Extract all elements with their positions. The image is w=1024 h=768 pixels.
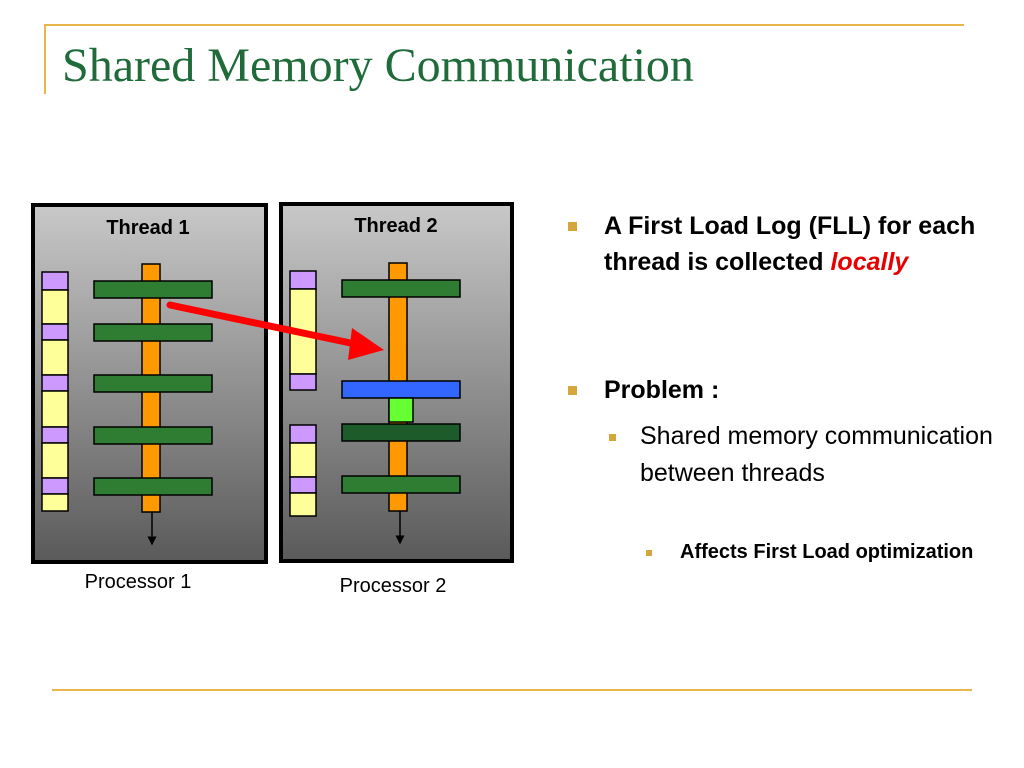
bullet-first-load: Affects First Load optimization: [680, 541, 974, 563]
instruction-bar: [93, 374, 213, 393]
log-entry: [41, 339, 69, 376]
bullet-fll-emphasis: locally: [830, 248, 909, 276]
instruction-bar: [93, 323, 213, 342]
bullet-shared-memory: Shared memory communication between thre…: [640, 422, 993, 487]
processor-1-log: [41, 271, 69, 512]
thread-1-label: Thread 1: [106, 217, 189, 239]
log-entry: [289, 442, 317, 478]
log-separator: [41, 426, 69, 444]
thread-1-timeline: [93, 263, 213, 546]
instruction-bar: [341, 475, 461, 494]
bullet-marker: [609, 434, 616, 441]
accent-line-left: [44, 24, 46, 94]
bullet-marker: [646, 550, 652, 556]
bullet-marker: [568, 222, 577, 231]
processor-1-label: Processor 1: [85, 571, 192, 593]
communication-arrow-head: [348, 328, 384, 360]
log-separator: [41, 271, 69, 291]
instruction-bar: [93, 477, 213, 496]
log-entry: [41, 390, 69, 428]
log-separator: [289, 424, 317, 444]
log-separator: [41, 323, 69, 341]
bullet-problem: Problem :: [604, 376, 720, 404]
log-entry: [41, 493, 69, 512]
log-entry: [41, 442, 69, 479]
log-entry: [41, 289, 69, 325]
log-separator: [289, 476, 317, 494]
processor-2-label: Processor 2: [340, 575, 447, 597]
instruction-bar: [341, 279, 461, 298]
bullet-marker: [568, 386, 577, 395]
slide-title: Shared Memory Communication: [62, 39, 694, 92]
log-separator: [41, 477, 69, 495]
bullet-fll-text: A First Load Log (FLL) for each thread i…: [604, 212, 976, 276]
communication-arrow-shaft: [166, 301, 364, 349]
instruction-bar: [341, 423, 461, 442]
shared-write-bar: [341, 380, 461, 399]
shared-read-block: [388, 397, 414, 423]
log-separator: [41, 374, 69, 392]
instruction-bar: [93, 280, 213, 299]
thread-2-label: Thread 2: [354, 215, 437, 237]
log-separator: [289, 270, 317, 290]
instruction-bar: [93, 426, 213, 445]
accent-line-top: [44, 24, 964, 26]
processor-2-panel: Thread 2: [279, 202, 514, 563]
log-separator: [289, 373, 317, 391]
bullet-fll: A First Load Log (FLL) for each thread i…: [604, 208, 1004, 280]
log-entry: [289, 492, 317, 517]
processor-1-panel: Thread 1: [31, 203, 268, 564]
communication-arrow: [166, 301, 384, 360]
thread-2-timeline: [341, 262, 461, 545]
accent-line-bottom: [52, 689, 972, 691]
